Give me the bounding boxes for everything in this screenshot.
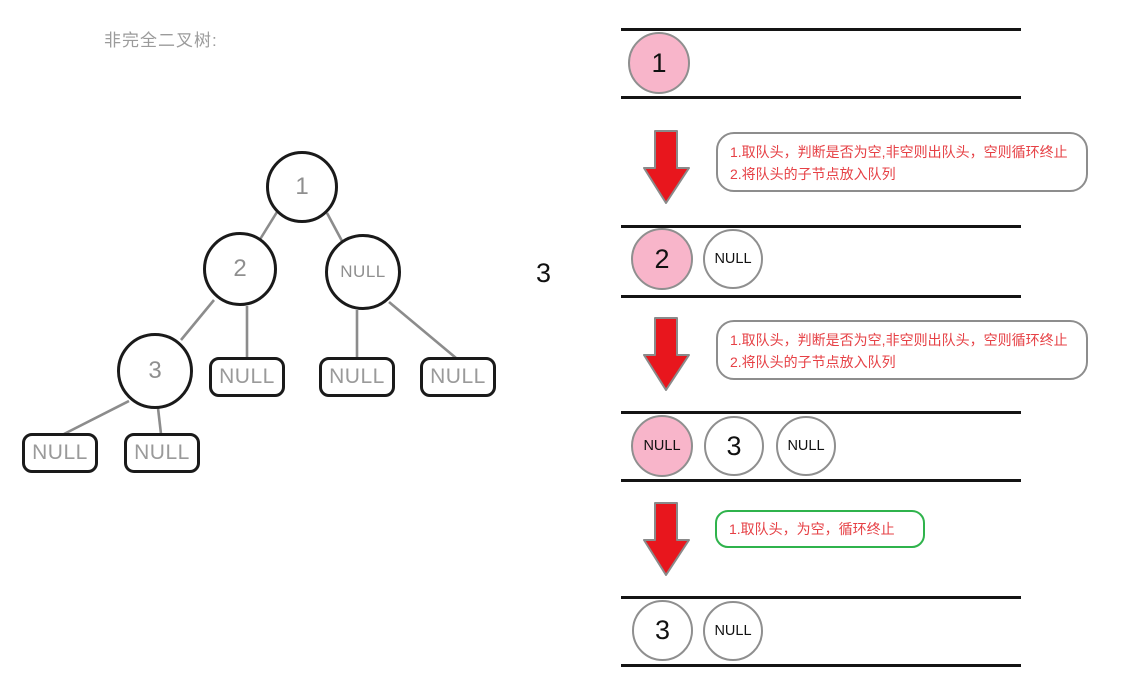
tree-null-box-right-left: NULL (319, 357, 395, 397)
tree-edge-root-right (325, 212, 344, 242)
down-arrow-icon (643, 130, 690, 204)
tree-null-box-left-right: NULL (209, 357, 285, 397)
queue2-rail-bottom (621, 295, 1021, 298)
tree-edge-left-leftchild (179, 299, 216, 341)
queue2-rail-top (621, 225, 1021, 228)
down-arrow-icon (643, 317, 690, 391)
queue3-item-3: 3 (704, 416, 764, 476)
annotation-line: 2.将队头的子节点放入队列 (730, 354, 896, 370)
queue3-rail-bottom (621, 479, 1021, 482)
annotation-line: 1.取队头，为空，循环终止 (729, 521, 895, 537)
tree-node-right: NULL (325, 234, 401, 310)
tree-node-left: 2 (203, 232, 277, 306)
annotation-line: 1.取队头，判断是否为空,非空则出队头，空则循环终止 (730, 144, 1068, 160)
tree-edge-root-left (257, 211, 279, 242)
queue4-item-null: NULL (703, 601, 763, 661)
tree-node-left-left: 3 (117, 333, 193, 409)
annotation-step2: 1.取队头，判断是否为空,非空则出队头，空则循环终止 2.将队头的子节点放入队列 (716, 320, 1088, 380)
queue3-rail-top (621, 411, 1021, 414)
queue3-item-null2: NULL (776, 416, 836, 476)
tree-node-root: 1 (266, 151, 338, 223)
tree-null-box-leftleft-left: NULL (22, 433, 98, 473)
tree-title: 非完全二叉树: (104, 31, 218, 50)
queue3-item-null: NULL (631, 415, 693, 477)
tree-null-box-right-right: NULL (420, 357, 496, 397)
down-arrow-icon (643, 502, 690, 576)
queue2-item-null: NULL (703, 229, 763, 289)
annotation-step1: 1.取队头，判断是否为空,非空则出队头，空则循环终止 2.将队头的子节点放入队列 (716, 132, 1088, 192)
queue4-item-3: 3 (632, 600, 693, 661)
tree-edge-right-rightchild (388, 301, 457, 359)
standalone-label-3: 3 (536, 258, 552, 288)
tree-null-box-leftleft-right: NULL (124, 433, 200, 473)
tree-edge-leftleft-rightchild (156, 407, 163, 435)
queue1-rail-bottom (621, 96, 1021, 99)
annotation-step3: 1.取队头，为空，循环终止 (715, 510, 925, 548)
queue1-rail-top (621, 28, 1021, 31)
queue4-rail-bottom (621, 664, 1021, 667)
queue2-item-2: 2 (631, 228, 693, 290)
annotation-line: 2.将队头的子节点放入队列 (730, 166, 896, 182)
annotation-line: 1.取队头，判断是否为空,非空则出队头，空则循环终止 (730, 332, 1068, 348)
queue4-rail-top (621, 596, 1021, 599)
queue1-item-1: 1 (628, 32, 690, 94)
tree-edge-leftleft-leftchild (63, 399, 130, 436)
